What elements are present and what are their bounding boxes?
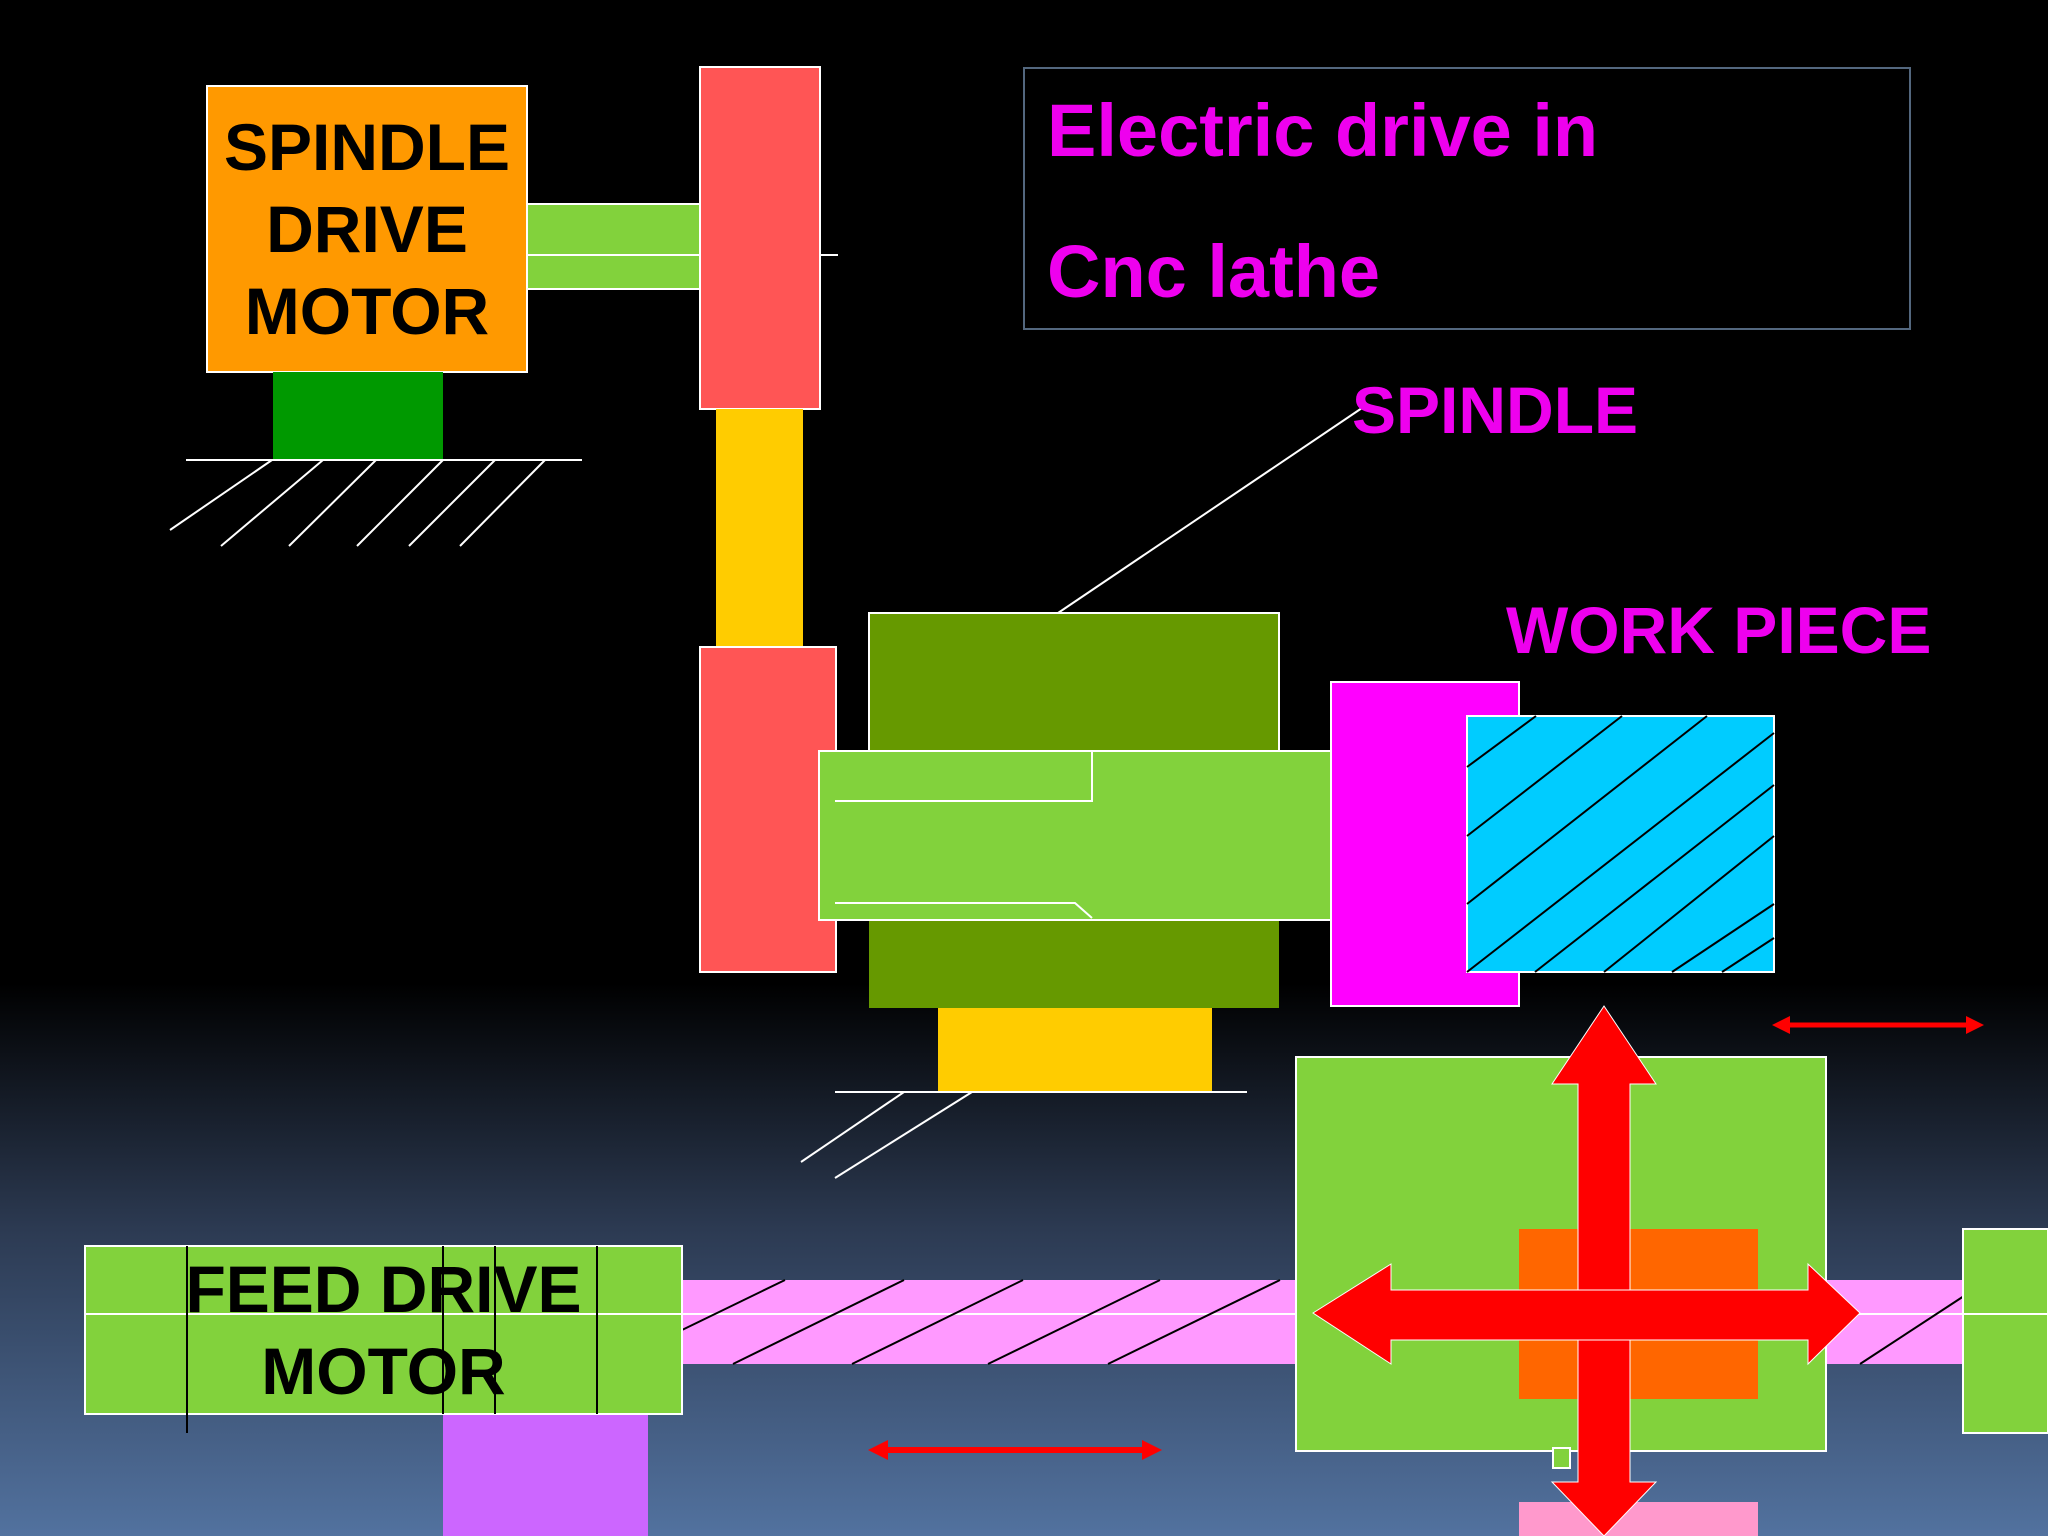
spindle-drive-motor-label: SPINDLE DRIVE MOTOR: [207, 86, 527, 372]
spindle-leader-line: [1057, 407, 1363, 614]
chuck-workpiece: [1330, 681, 1775, 1007]
shaft-keyway-top: [835, 751, 1093, 802]
headstock: [800, 407, 1363, 1179]
headstock-base: [938, 1008, 1212, 1092]
lead-screw-threads: [681, 1279, 1965, 1365]
small-arrow-bottom: [868, 1440, 1162, 1460]
motion-arrows: [868, 1005, 1984, 1536]
motor-shaft: [526, 203, 703, 290]
feed-motor-base: [443, 1414, 648, 1536]
feed-motor-ribs: [186, 1246, 598, 1433]
belt-drive: [699, 66, 837, 973]
spindle-motor-label-line-3: MOTOR: [244, 274, 490, 348]
ground-hatch: [169, 459, 546, 547]
spindle-shaft: [818, 750, 1334, 921]
feed-drive-motor-body: [84, 1245, 683, 1415]
feed-drive-motor-label: FEED DRIVE MOTOR: [85, 1246, 682, 1414]
feed-motor-assembly: [84, 1245, 683, 1536]
carriage-small-block: [1552, 1447, 1571, 1469]
headstock-lower: [869, 918, 1279, 1008]
vertical-double-arrow: [1550, 1005, 1658, 1536]
title-line-1: Electric drive in: [1047, 89, 1599, 172]
spindle-label: SPINDLE: [1352, 373, 1639, 447]
motor-mount: [273, 372, 443, 460]
small-arrow-top-right: [1772, 1016, 1984, 1034]
drive-belt: [716, 409, 803, 647]
feed-motor-label-line-1: FEED DRIVE: [185, 1252, 582, 1326]
title-line-2: Cnc lathe: [1047, 230, 1381, 313]
title-box: Electric drive in Cnc lathe: [1023, 67, 1911, 330]
tailstock-bearing: [1962, 1228, 2048, 1434]
spindle-motor-label-line-2: DRIVE: [266, 192, 468, 266]
feed-motor-label-line-2: MOTOR: [261, 1334, 506, 1408]
headstock-hatch-1: [800, 1091, 905, 1163]
horizontal-double-arrow: [1312, 1262, 1861, 1366]
spindle-drive-motor-body: [206, 85, 528, 373]
workpiece-hatch: [1466, 715, 1775, 973]
cross-slide-base: [1519, 1502, 1758, 1536]
shaft-keyway-bottom: [835, 902, 1093, 919]
work-piece-label: WORK PIECE: [1506, 593, 1932, 667]
driven-pulley: [699, 646, 837, 973]
headstock-hatch-2: [834, 1091, 973, 1179]
driving-pulley: [699, 66, 821, 410]
spindle-motor-label-line-1: SPINDLE: [223, 110, 511, 184]
headstock-upper: [868, 612, 1280, 752]
